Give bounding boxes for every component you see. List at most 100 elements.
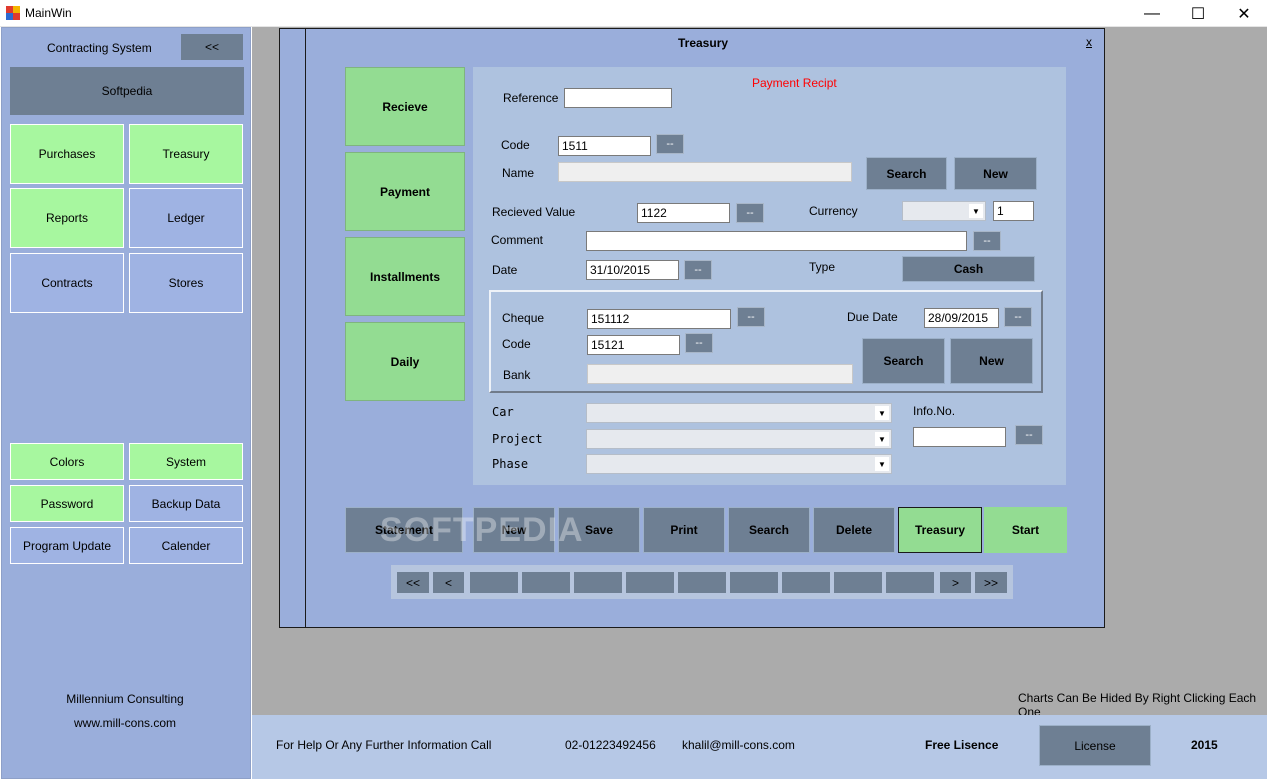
comment-lookup-button[interactable]: --: [973, 231, 1001, 251]
page-slot[interactable]: [521, 571, 571, 594]
license-button[interactable]: License: [1039, 725, 1151, 766]
search-bank-button[interactable]: Search: [862, 338, 945, 384]
chevron-down-icon: ▼: [875, 432, 889, 446]
program-update-button[interactable]: Program Update: [10, 527, 124, 564]
due-date-picker-button[interactable]: --: [1004, 307, 1032, 327]
chevron-down-icon: ▼: [875, 406, 889, 420]
close-treasury-button[interactable]: x: [1086, 35, 1092, 49]
code-label: Code: [501, 138, 530, 152]
bank-label: Bank: [503, 368, 531, 382]
backup-data-button[interactable]: Backup Data: [129, 485, 243, 522]
colors-button[interactable]: Colors: [10, 443, 124, 480]
minimize-button[interactable]: —: [1144, 4, 1160, 22]
title-bar: MainWin — ☐ ✕: [0, 0, 1267, 27]
purchases-button[interactable]: Purchases: [10, 124, 124, 184]
phase-select[interactable]: ▼: [586, 454, 892, 474]
bank-code-lookup-button[interactable]: --: [685, 333, 713, 353]
close-window-button[interactable]: ✕: [1237, 5, 1251, 23]
chevron-down-icon: ▼: [875, 457, 889, 471]
page-slot[interactable]: [885, 571, 935, 594]
help-text: For Help Or Any Further Information Call: [276, 738, 492, 752]
bank-input[interactable]: [587, 364, 853, 384]
new-record-button[interactable]: New: [473, 507, 555, 553]
recieved-value-input[interactable]: 1122: [637, 203, 730, 223]
phone-number: 02-01223492456: [565, 738, 656, 752]
cheque-input[interactable]: 151112: [587, 309, 731, 329]
delete-button[interactable]: Delete: [813, 507, 895, 553]
start-button[interactable]: Start: [984, 507, 1067, 553]
contracts-button[interactable]: Contracts: [10, 253, 124, 313]
search-customer-button[interactable]: Search: [866, 157, 947, 190]
page-slot[interactable]: [677, 571, 727, 594]
due-date-input[interactable]: 28/09/2015: [924, 308, 999, 328]
comment-input[interactable]: [586, 231, 967, 251]
window-title: MainWin: [25, 6, 72, 20]
treasury-menu-button[interactable]: Treasury: [129, 124, 243, 184]
info-no-input[interactable]: [913, 427, 1006, 447]
car-select[interactable]: ▼: [586, 403, 892, 423]
maximize-button[interactable]: ☐: [1190, 5, 1206, 23]
page-slot[interactable]: [781, 571, 831, 594]
daily-button[interactable]: Daily: [345, 322, 465, 401]
payment-button[interactable]: Payment: [345, 152, 465, 231]
page-slot[interactable]: [625, 571, 675, 594]
last-record-button[interactable]: >>: [974, 571, 1008, 594]
chevron-down-icon: ▼: [969, 204, 983, 218]
date-picker-button[interactable]: --: [684, 260, 712, 280]
currency-select[interactable]: ▼: [902, 201, 986, 221]
phase-label: Phase: [492, 457, 529, 471]
info-no-label: Info.No.: [913, 404, 956, 418]
currency-rate-input[interactable]: 1: [993, 201, 1034, 221]
page-slot[interactable]: [833, 571, 883, 594]
type-cash-button[interactable]: Cash: [902, 256, 1035, 282]
bank-code-input[interactable]: 15121: [587, 335, 680, 355]
date-input[interactable]: 31/10/2015: [586, 260, 679, 280]
stores-button[interactable]: Stores: [129, 253, 243, 313]
car-label: Car: [492, 405, 514, 419]
recieved-value-label: Recieved Value: [492, 205, 576, 219]
company-banner: Softpedia: [10, 67, 244, 115]
calender-button[interactable]: Calender: [129, 527, 243, 564]
ledger-button[interactable]: Ledger: [129, 188, 243, 248]
installments-button[interactable]: Installments: [345, 237, 465, 316]
name-input[interactable]: [558, 162, 852, 182]
new-bank-button[interactable]: New: [950, 338, 1033, 384]
reports-button[interactable]: Reports: [10, 188, 124, 248]
save-button[interactable]: Save: [558, 507, 640, 553]
licence-type: Free Lisence: [925, 738, 999, 752]
collapse-button[interactable]: <<: [181, 34, 243, 60]
cheque-lookup-button[interactable]: --: [737, 307, 765, 327]
print-button[interactable]: Print: [643, 507, 725, 553]
company-url[interactable]: www.mill-cons.com: [73, 716, 176, 730]
code-lookup-button[interactable]: --: [656, 134, 684, 154]
treasury-title: Treasury: [678, 36, 729, 50]
reference-input[interactable]: [564, 88, 672, 108]
new-customer-button[interactable]: New: [954, 157, 1037, 190]
project-label: Project: [492, 432, 543, 446]
reference-label: Reference: [503, 91, 559, 105]
cheque-label: Cheque: [502, 311, 545, 325]
next-record-button[interactable]: >: [939, 571, 972, 594]
password-button[interactable]: Password: [10, 485, 124, 522]
project-select[interactable]: ▼: [586, 429, 892, 449]
comment-label: Comment: [491, 233, 544, 247]
system-button[interactable]: System: [129, 443, 243, 480]
sidebar: Contracting System << Softpedia Purchase…: [1, 27, 251, 779]
email-address: khalil@mill-cons.com: [682, 738, 795, 752]
page-slot[interactable]: [573, 571, 623, 594]
currency-label: Currency: [809, 204, 858, 218]
form-header: Payment Recipt: [752, 76, 837, 90]
code-input[interactable]: 1511: [558, 136, 651, 156]
prev-record-button[interactable]: <: [432, 571, 465, 594]
page-slot[interactable]: [729, 571, 779, 594]
info-no-lookup-button[interactable]: --: [1015, 425, 1043, 445]
treasury-button[interactable]: Treasury: [898, 507, 982, 553]
first-record-button[interactable]: <<: [396, 571, 430, 594]
page-slot[interactable]: [469, 571, 519, 594]
search-record-button[interactable]: Search: [728, 507, 810, 553]
statement-button[interactable]: Statement: [345, 507, 463, 553]
date-label: Date: [492, 263, 518, 277]
type-label: Type: [809, 260, 836, 274]
recieve-button[interactable]: Recieve: [345, 67, 465, 146]
recieved-value-lookup-button[interactable]: --: [736, 203, 764, 223]
